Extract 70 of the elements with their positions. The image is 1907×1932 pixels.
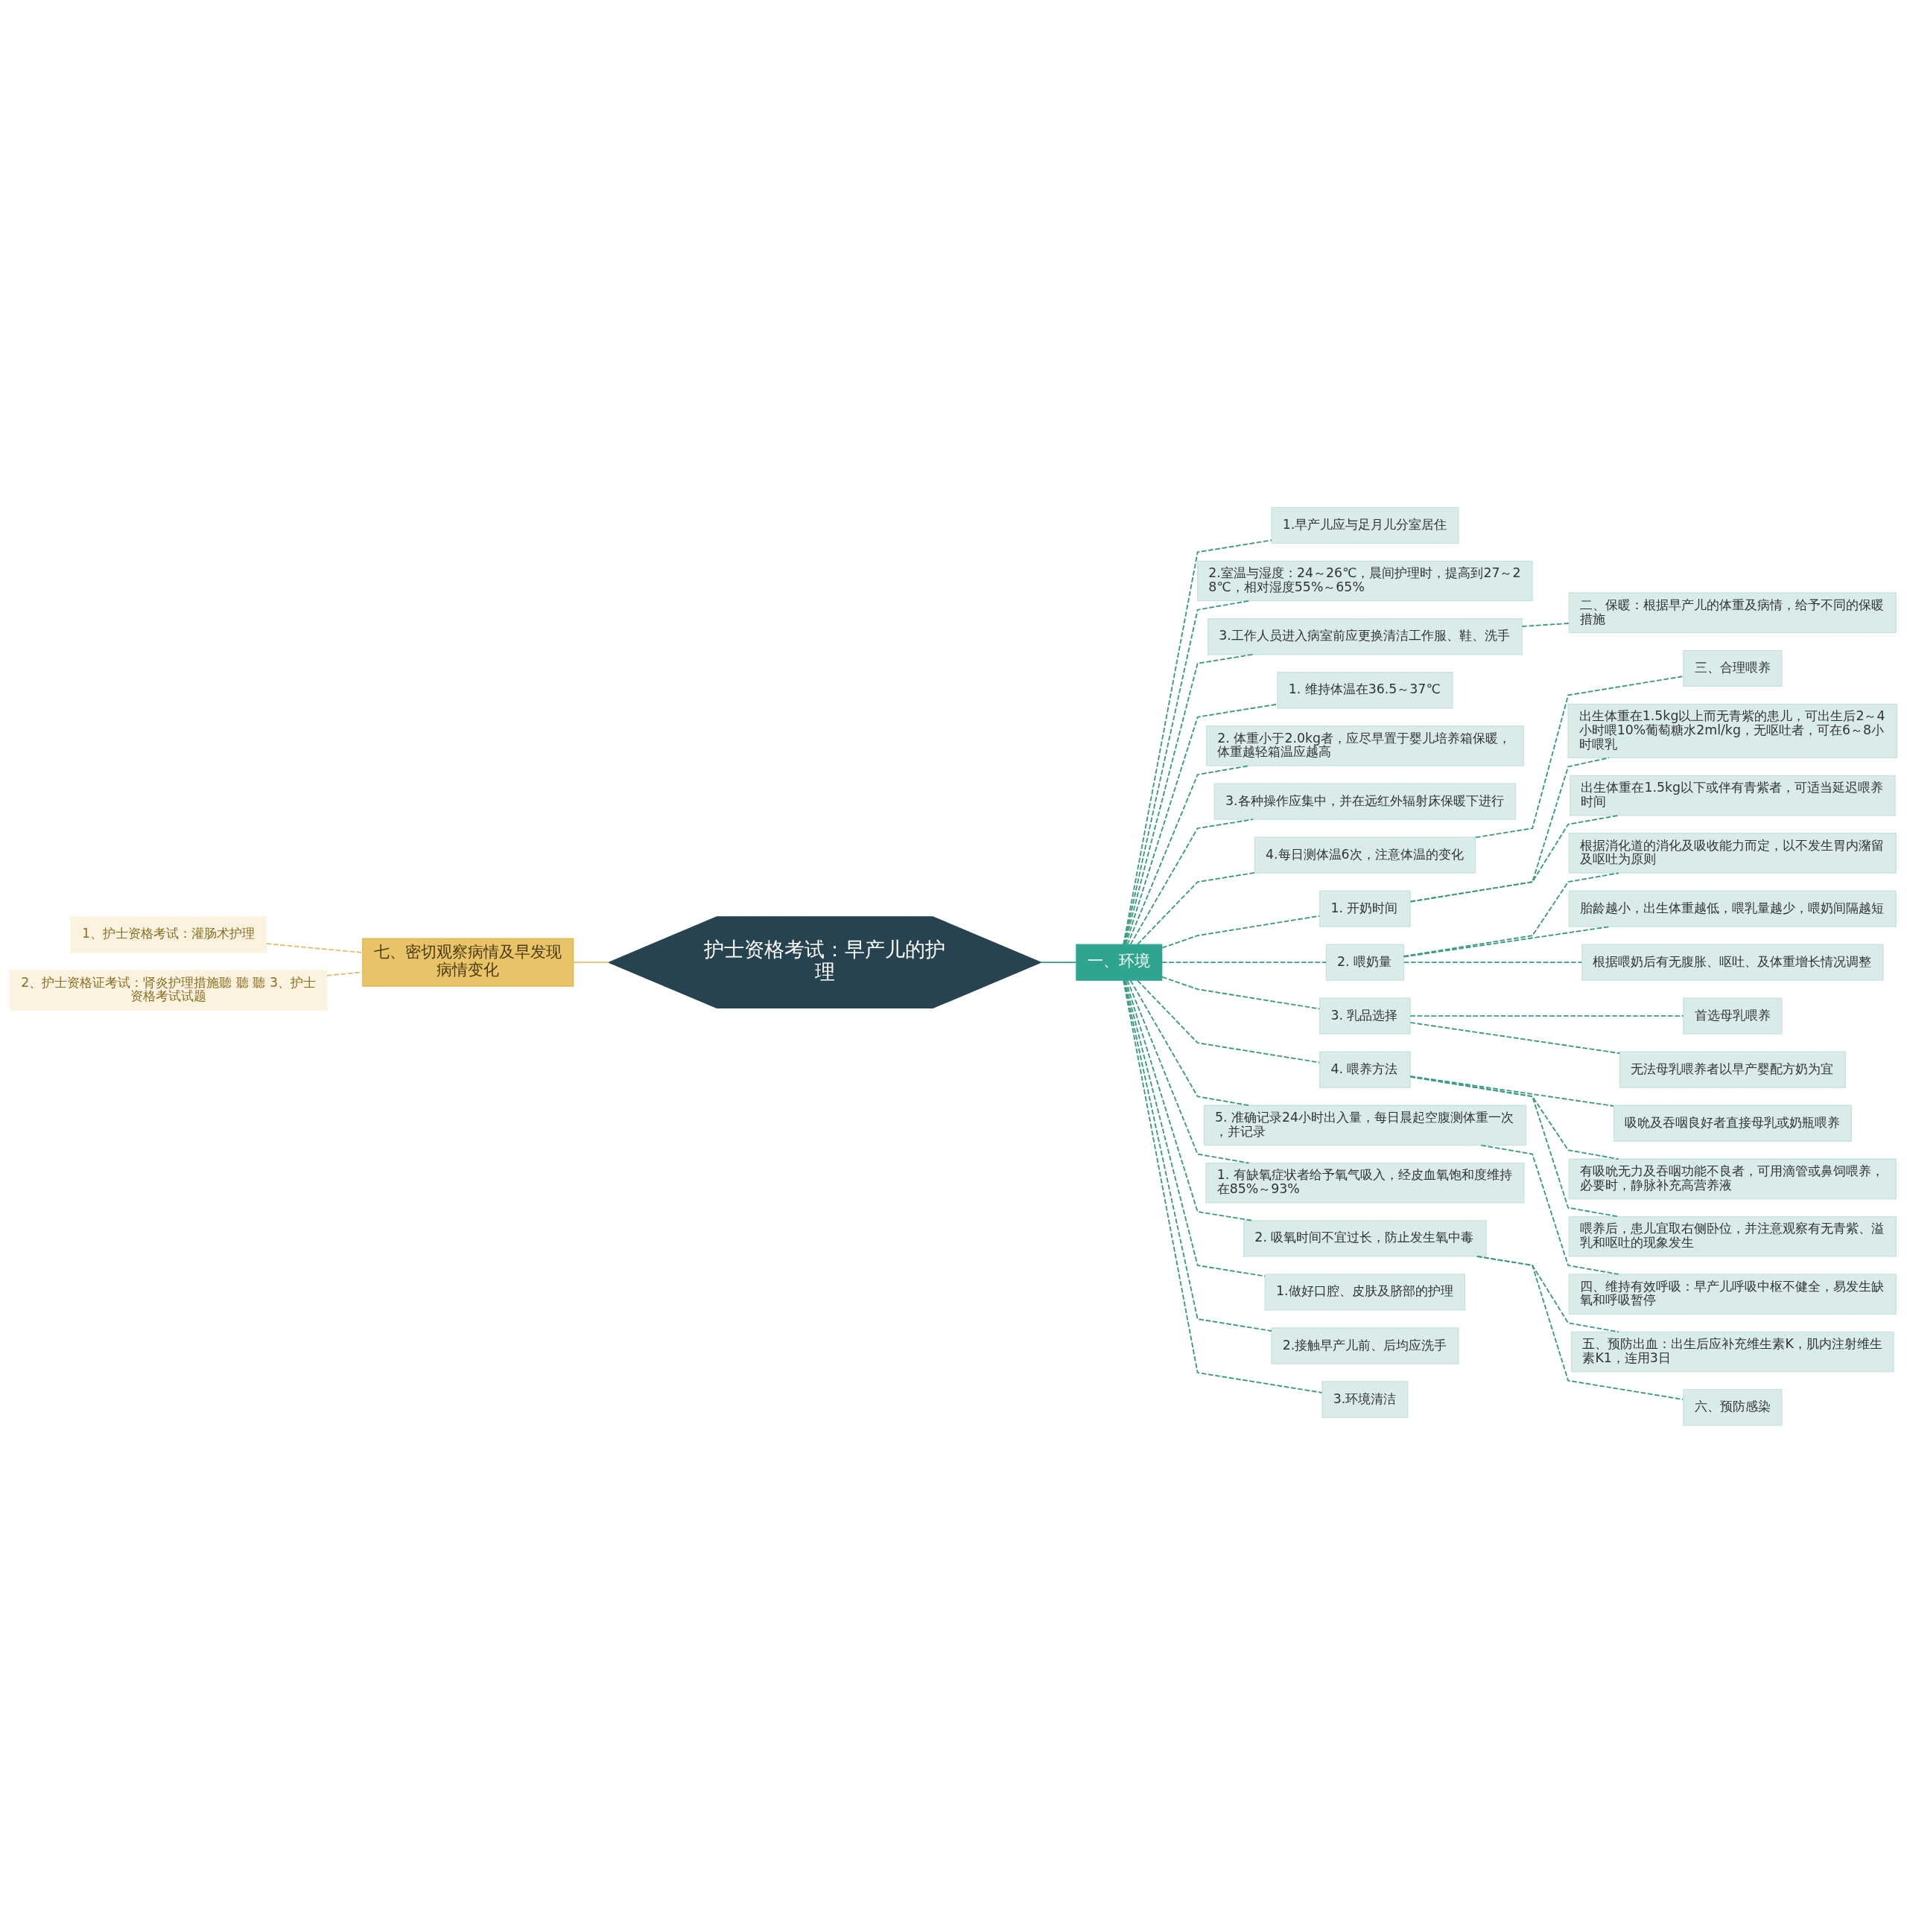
connector <box>1125 979 1254 1221</box>
node-box: 2. 吸氧时间不宜过长，防止发生氧中毒 <box>1243 1219 1487 1257</box>
connector <box>1123 979 1266 1277</box>
connector <box>1123 600 1250 945</box>
connector <box>1124 653 1254 945</box>
connector <box>1409 1021 1621 1054</box>
connector <box>1123 979 1323 1394</box>
node-box: 出生体重在1.5kg以下或伴有青紫者，可适当延迟喂养时间 <box>1570 775 1896 816</box>
connector <box>1123 979 1272 1332</box>
connector <box>265 942 364 953</box>
connector <box>1403 871 1619 957</box>
node-box: 首选母乳喂养 <box>1683 997 1783 1035</box>
connector <box>1521 622 1570 627</box>
node-box: 1.早产儿应与足月儿分室居住 <box>1271 506 1459 544</box>
node-box: 1.做好口腔、皮肤及脐部的护理 <box>1264 1273 1466 1311</box>
node-box: 五、预防出血：出生后应补充维生素K，肌内注射维生素K1，连用3日 <box>1571 1331 1894 1372</box>
node-box: 七、密切观察病情及早发现病情变化 <box>362 938 574 987</box>
node-box: 三、合理喂养 <box>1683 649 1783 687</box>
connector <box>1137 979 1321 1063</box>
node-box: 二、保暖：根据早产儿的体重及病情，给予不同的保暖措施 <box>1568 591 1897 633</box>
node-box: 5. 准确记录24小时出入量，每日晨起空腹测体重一次，并记录 <box>1203 1105 1527 1145</box>
node-box: 2. 喂奶量 <box>1325 944 1405 981</box>
connector <box>1126 979 1250 1163</box>
node-box: 根据消化道的消化及吸收能力而定，以不发生胃内潴留及呕吐为原则 <box>1568 832 1897 874</box>
node-box: 1、护士资格考试：灌肠术护理 <box>70 915 267 953</box>
node-box: 2.接触早产儿前、后均应洗手 <box>1271 1326 1459 1364</box>
connector <box>1480 1144 1619 1275</box>
node-box: 2. 体重小于2.0kg者，应尽早置于婴儿培养箱保暖，体重越轻箱温应越高 <box>1206 725 1524 766</box>
node-box: 3.工作人员进入病室前应更换清洁工作服、鞋、洗手 <box>1208 617 1523 655</box>
connector <box>1040 961 1077 963</box>
node-box: 1. 有缺氧症状者给予氧气吸入，经皮血氧饱和度维持在85%～93% <box>1205 1162 1525 1204</box>
node-box: 3. 乳品选择 <box>1319 997 1411 1035</box>
node-box: 3.环境清洁 <box>1321 1380 1409 1418</box>
connector <box>1409 1014 1684 1017</box>
connector <box>1474 675 1684 838</box>
node-box: 2、护士资格证考试：肾炎护理措施聽 聽 聽 3、护士资格考试试题 <box>9 969 328 1011</box>
node-box: 4. 喂养方法 <box>1319 1051 1411 1088</box>
connector <box>1161 915 1321 949</box>
connector <box>1409 814 1619 902</box>
node-box: 2.室温与湿度：24～26℃，晨间护理时，提高到27～28℃，相对湿度55%～65% <box>1197 560 1533 601</box>
node-box: 3.各种操作应集中，并在远红外辐射床保暖下进行 <box>1213 782 1517 820</box>
connector <box>1409 1075 1619 1217</box>
connector <box>1161 976 1321 1009</box>
connector <box>573 961 610 963</box>
node-box: 4.每日测体温6次，注意体温的变化 <box>1254 836 1476 874</box>
connector <box>326 970 364 976</box>
connector <box>1403 925 1611 958</box>
connector <box>1161 961 1327 963</box>
node-box: 有吸吮无力及吞咽功能不良者，可用滴管或鼻饲喂养，必要时，静脉补充高营养液 <box>1568 1158 1897 1199</box>
connector <box>1129 818 1254 945</box>
node-box: 胎龄越小，出生体重越低，喂乳量越少，喂奶间隔越短 <box>1568 889 1897 927</box>
connector <box>1476 1255 1684 1400</box>
node-box: 一、环境 <box>1076 944 1163 981</box>
connector <box>1129 979 1250 1106</box>
node-box: 四、维持有效呼吸：早产儿呼吸中枢不健全，易发生缺氧和呼吸暂停 <box>1568 1273 1897 1315</box>
connector <box>1403 961 1583 963</box>
node-box: 出生体重在1.5kg以上而无青紫的患儿，可出生后2～4小时喂10%葡萄糖水2ml/kg，无呕吐者，可在6～8小时喂乳 <box>1567 703 1898 758</box>
node-box: 1. 维持体温在36.5～37℃ <box>1277 671 1453 708</box>
node-box: 无法母乳喂养者以早产婴配方奶为宜 <box>1619 1051 1846 1088</box>
node-box: 吸吮及吞咽良好者直接母乳或奶瓶喂养 <box>1613 1105 1852 1142</box>
connector <box>1126 764 1250 945</box>
connector <box>1409 1075 1619 1160</box>
node-box: 喂养后，患儿宜取右侧卧位，并注意观察有无青紫、溢乳和呕吐的现象发生 <box>1568 1216 1897 1257</box>
node-box: 根据喂奶后有无腹胀、呕吐、及体重增长情况调整 <box>1581 944 1884 981</box>
node-box: 六、预防感染 <box>1683 1388 1783 1426</box>
connector <box>1137 871 1255 945</box>
node-box: 1. 开奶时间 <box>1319 889 1411 927</box>
connector <box>1409 1075 1614 1107</box>
connector <box>1123 538 1272 945</box>
connector <box>1125 703 1278 945</box>
